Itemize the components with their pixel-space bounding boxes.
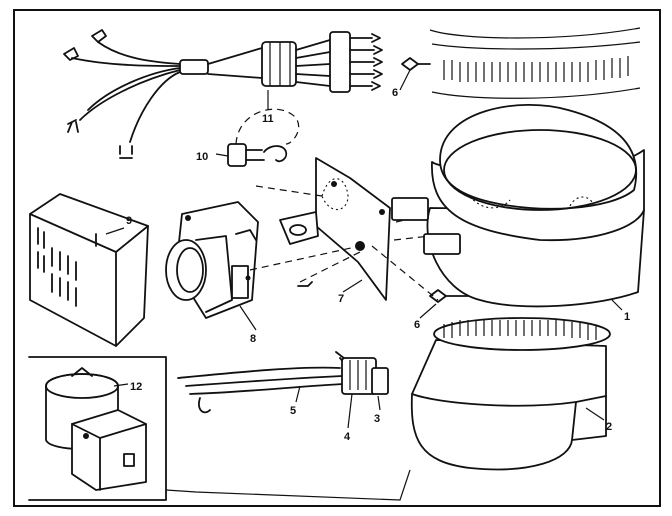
callout-6b: 6 [414,319,420,331]
callout-4: 4 [344,431,351,443]
inset-box-12 [28,356,167,501]
bracket-7 [279,157,391,301]
adapter-2 [410,317,611,471]
damper-assembly-12 [45,367,147,491]
baseline-lines [165,469,411,501]
housing-1 [391,27,645,308]
cover-9 [29,193,149,347]
connector-wiring-3-4-5 [177,351,389,414]
motor-8 [165,201,259,319]
callout-5: 5 [290,405,296,417]
callout-10: 10 [196,151,208,163]
callout-12: 12 [130,381,142,393]
callout-8: 8 [250,333,256,345]
callout-6a: 6 [392,87,398,99]
diagram-frame [13,9,661,507]
wiring-harness-11 [63,29,383,159]
callout-3: 3 [374,413,380,425]
screws-6 [297,57,469,303]
assembly-leaders [249,185,439,301]
callout-1: 1 [624,311,630,323]
callout-9: 9 [126,215,132,227]
callout-11: 11 [262,113,274,125]
plug-10 [227,108,300,167]
callout-2: 2 [606,421,612,433]
leader-lines [105,69,623,429]
callout-7: 7 [338,293,344,305]
